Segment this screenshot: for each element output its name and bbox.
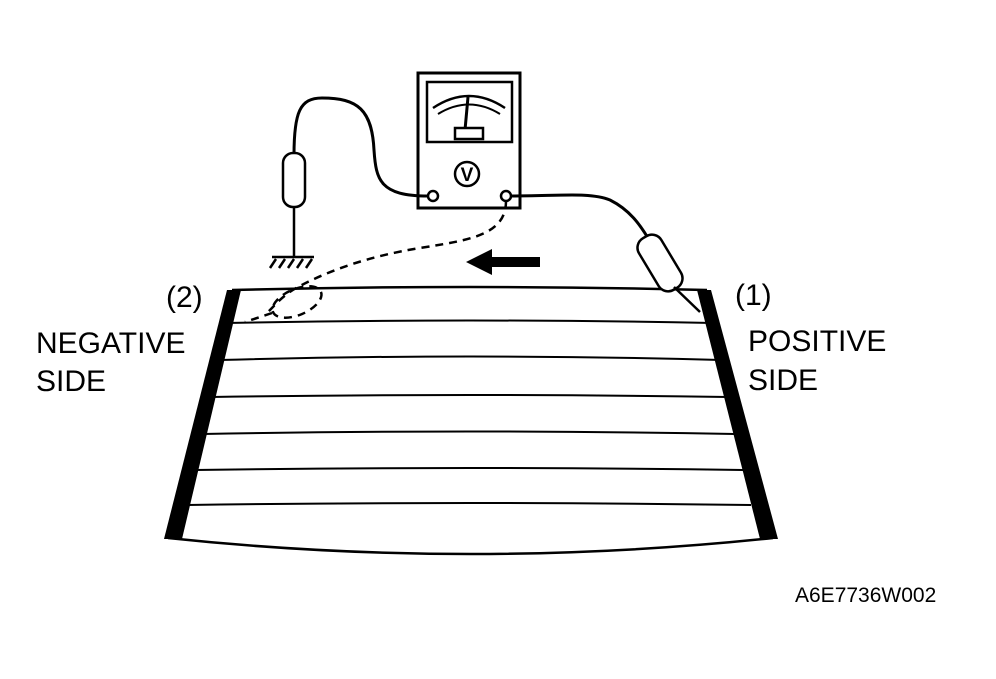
positive-bus-bar [697, 290, 778, 539]
figure-code-label: A6E7736W002 [795, 584, 937, 607]
dashed-probe-outline [271, 285, 323, 319]
negative-number-label: (2) [166, 281, 203, 314]
arrow-left-icon [466, 249, 540, 275]
positive-lead-wire [510, 193, 650, 239]
grid-line [186, 502, 752, 506]
positive-side-label-line2: SIDE [748, 364, 819, 397]
dashed-lead [267, 200, 508, 313]
heating-grid-lines [186, 319, 752, 506]
positive-side-label-line1: POSITIVE [748, 325, 887, 358]
negative-side-label-line1: NEGATIVE [36, 327, 186, 360]
meter-needle [463, 96, 470, 131]
negative-terminal [426, 189, 440, 203]
negative-lead [268, 96, 429, 269]
probe-icon [636, 233, 684, 293]
rear-window-glass [167, 285, 774, 556]
grid-line [218, 355, 722, 361]
meter-symbol-label: V [461, 165, 474, 186]
negative-lead-wire [292, 96, 429, 198]
dashed-probe-tip [244, 311, 273, 324]
negative-bus-bar [164, 290, 241, 539]
grid-line [225, 319, 714, 324]
positive-probe-tip [673, 286, 701, 313]
grid-line [202, 430, 736, 435]
negative-side-label-line2: SIDE [36, 365, 107, 398]
meter-scale-arc-inner [437, 103, 501, 115]
positive-terminal [499, 189, 513, 203]
meter-scale-arc-outer [432, 94, 506, 110]
meter-needle-pivot [453, 126, 485, 141]
positive-number-label: (1) [735, 279, 772, 312]
probe-icon [281, 151, 307, 209]
grid-line [194, 467, 744, 471]
voltmeter-icon: V [416, 71, 522, 210]
ground-symbol-icon [268, 255, 314, 269]
positive-lead [510, 193, 701, 313]
moving-probe-path [244, 200, 508, 324]
grid-line [210, 394, 729, 398]
glass-bottom-edge [167, 536, 774, 556]
meter-symbol-circle [453, 160, 481, 188]
